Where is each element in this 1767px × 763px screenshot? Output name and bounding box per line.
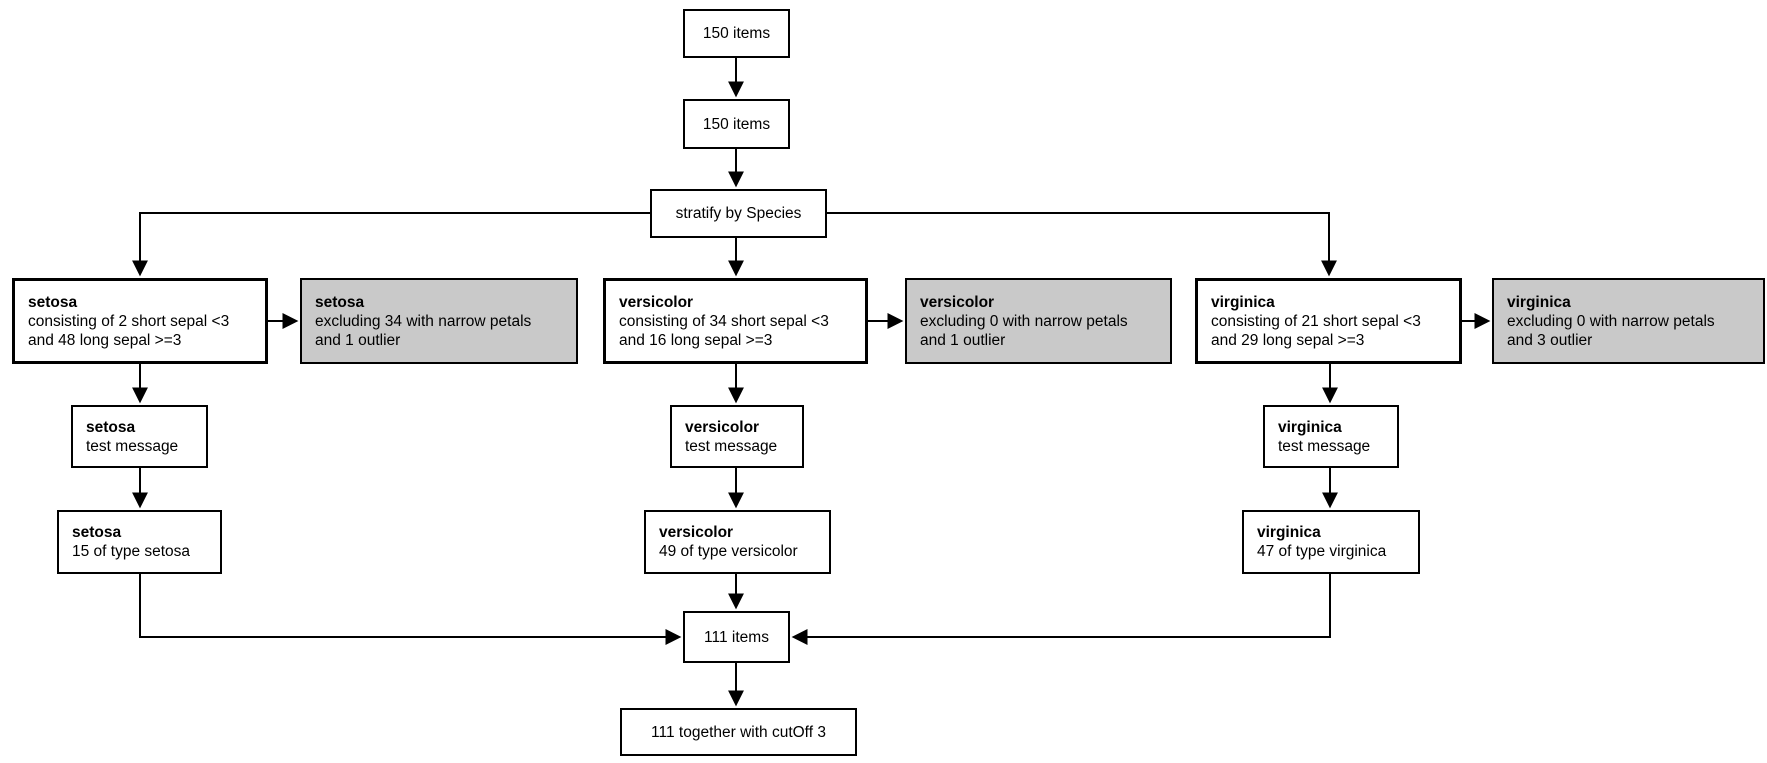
node-line: and 3 outlier [1507, 331, 1593, 349]
node-result: 111 together with cutOff 3 [620, 708, 857, 756]
node-virginica-split: virginica consisting of 21 short sepal <… [1195, 278, 1462, 364]
node-versicolor-message: versicolor test message [670, 405, 804, 468]
node-line: test message [1278, 437, 1371, 455]
node-line: consisting of 34 short sepal <3 [619, 312, 829, 330]
node-line: excluding 0 with narrow petals [920, 312, 1128, 330]
node-title: versicolor [685, 418, 760, 436]
node-versicolor-excluded: versicolor excluding 0 with narrow petal… [905, 278, 1172, 364]
node-setosa-excluded: setosa excluding 34 with narrow petals a… [300, 278, 578, 364]
node-setosa-filter: setosa 15 of type setosa [57, 510, 222, 574]
node-line: 15 of type setosa [72, 543, 191, 560]
node-label: stratify by Species [675, 205, 802, 222]
node-label: 111 together with cutOff 3 [651, 723, 826, 741]
node-line: and 29 long sepal >=3 [1211, 331, 1365, 349]
node-title: versicolor [920, 293, 995, 311]
arrow-setosa-filter-to-merge [139, 574, 682, 645]
node-virginica-excluded: virginica excluding 0 with narrow petals… [1492, 278, 1765, 364]
node-virginica-message: virginica test message [1263, 405, 1399, 468]
node-setosa-message: setosa test message [71, 405, 208, 468]
node-versicolor-filter: versicolor 49 of type versicolor [644, 510, 831, 574]
node-line: and 16 long sepal >=3 [619, 331, 773, 349]
node-merge-items: 111 items [683, 611, 790, 663]
arrow-stratify-to-virginica [827, 212, 1337, 277]
node-title: setosa [72, 524, 122, 541]
node-line: excluding 0 with narrow petals [1507, 312, 1715, 330]
node-label: 150 items [702, 115, 771, 133]
node-title: setosa [86, 418, 136, 436]
node-line: and 1 outlier [920, 331, 1006, 349]
node-title: virginica [1257, 524, 1321, 541]
node-line: consisting of 21 short sepal <3 [1211, 312, 1421, 330]
node-title: virginica [1211, 293, 1275, 311]
arrow-virginica-filter-to-merge [791, 574, 1331, 645]
node-line: 47 of type virginica [1257, 543, 1387, 560]
node-title: versicolor [659, 524, 734, 541]
node-title: virginica [1278, 418, 1342, 436]
node-line: excluding 34 with narrow petals [315, 312, 532, 330]
node-line: consisting of 2 short sepal <3 [28, 312, 230, 330]
node-label: 150 items [702, 25, 771, 42]
node-versicolor-split: versicolor consisting of 34 short sepal … [603, 278, 868, 364]
node-line: test message [86, 437, 179, 455]
node-title: virginica [1507, 293, 1571, 311]
node-title: versicolor [619, 293, 694, 311]
node-root-items: 150 items [683, 9, 790, 58]
node-line: 49 of type versicolor [659, 543, 798, 560]
node-setosa-split: setosa consisting of 2 short sepal <3 an… [12, 278, 268, 364]
node-label: 111 items [704, 628, 769, 646]
node-stratify: stratify by Species [650, 189, 827, 238]
node-line: and 1 outlier [315, 331, 401, 349]
node-line: and 48 long sepal >=3 [28, 331, 182, 349]
node-sample-items: 150 items [683, 99, 790, 149]
node-title: setosa [315, 293, 365, 311]
node-line: test message [685, 437, 778, 455]
node-virginica-filter: virginica 47 of type virginica [1242, 510, 1420, 574]
arrow-stratify-to-setosa [132, 212, 650, 277]
node-title: setosa [28, 293, 78, 311]
